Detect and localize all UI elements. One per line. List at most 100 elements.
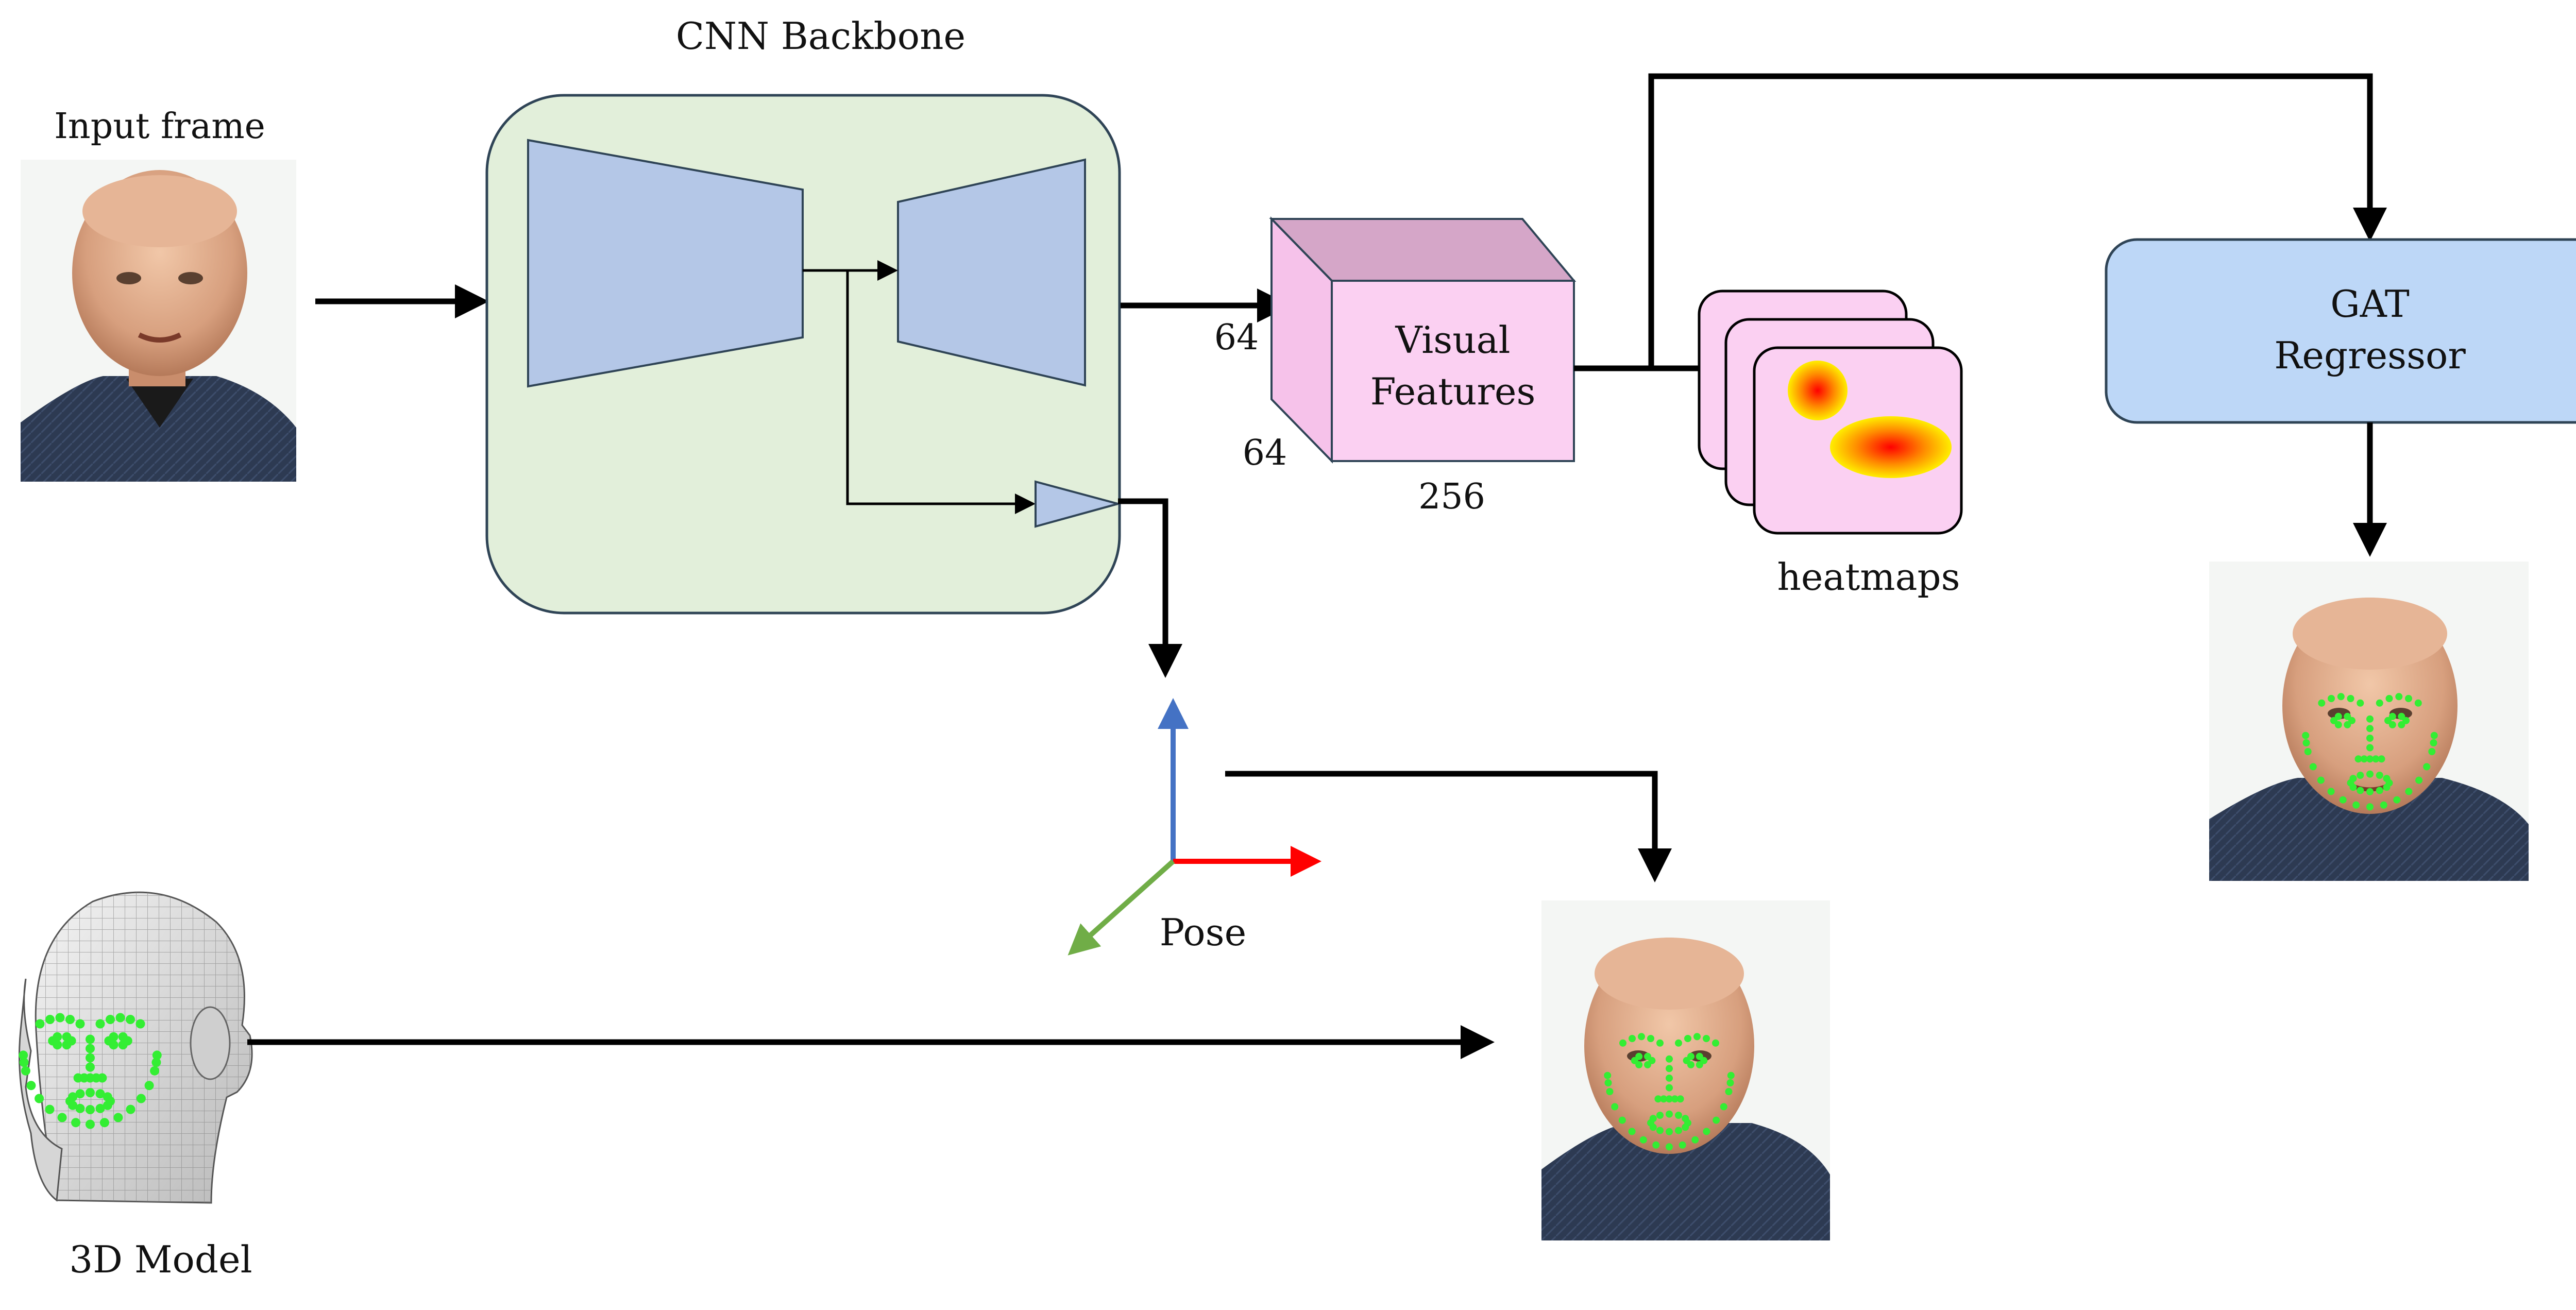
landmark-point [2334,721,2342,728]
landmark-point [26,1081,36,1091]
landmark-point [2393,796,2401,804]
landmark-point [2317,776,2325,784]
landmark-point [45,1015,55,1024]
gat-regressor-label-line1: GAT [2330,282,2410,326]
landmark-point [136,1094,146,1103]
landmark-point [57,1113,67,1122]
landmark-point [2366,770,2374,778]
landmark-point [75,1019,85,1029]
landmark-point [1656,1127,1664,1134]
landmark-point [1628,1128,1636,1135]
dimension-height-label: 64 [1243,433,1287,473]
landmark-point [1656,1039,1664,1047]
landmark-point [1696,1061,1703,1068]
landmark-point [2366,744,2374,752]
landmark-point [75,1089,85,1099]
landmark-point [1644,1061,1651,1068]
landmark-point [1679,1141,1686,1149]
landmark-point [103,1100,112,1110]
landmark-point [19,1058,29,1067]
landmark-point [2376,772,2383,779]
landmark-point [1687,1052,1694,1060]
landmark-point [2366,735,2374,742]
landmark-point [1671,1095,1679,1103]
landmark-point [1703,1035,1710,1042]
landmark-point [103,1092,112,1102]
landmark-point [2337,693,2345,701]
landmark-point [1629,1035,1636,1042]
landmark-point [2405,695,2412,702]
landmark-point [106,1015,115,1024]
landmark-point [62,1040,72,1050]
landmark-point [2383,775,2391,782]
dimension-width-label: 256 [1418,477,1485,517]
landmark-point [118,1032,128,1042]
landmark-point [97,1073,107,1083]
landmark-point [2398,712,2405,720]
landmark-point [1720,1103,1727,1111]
landmark-point [1666,1074,1673,1082]
landmark-point [2327,788,2335,795]
landmark-point [1682,1115,1689,1122]
landmark-point [2318,699,2326,707]
landmark-point [1635,1052,1643,1060]
landmark-point [2405,788,2413,795]
landmark-point [2376,787,2383,794]
landmark-point [1725,1088,1733,1095]
landmark-point [109,1032,118,1042]
3d-head-model [19,891,253,1204]
landmark-point [86,1044,95,1053]
landmark-point [2428,748,2436,755]
landmark-point [2388,712,2396,720]
landmark-point [2383,784,2391,791]
landmark-point [53,1032,62,1042]
pose-axes [1067,698,1321,956]
visual-features-label-line2: Features [1370,370,1536,413]
landmark-point [2430,731,2438,739]
landmark-point [86,1119,95,1129]
encoder-block [527,139,804,388]
landmark-point [86,1105,95,1114]
landmark-point [2309,763,2317,771]
landmark-point [113,1113,123,1122]
landmark-point [1656,1112,1664,1119]
landmark-point [45,1104,55,1114]
landmark-point [1712,1039,1719,1047]
landmark-point [2347,695,2354,702]
landmark-point [2352,801,2360,809]
landmark-point [2366,803,2374,811]
decoder-block [897,158,1086,387]
landmark-point [1693,1033,1701,1041]
landmark-point [99,1118,109,1128]
visual-features-cube [1269,216,1577,464]
landmark-point [35,1019,45,1029]
landmark-point [75,1103,85,1113]
landmark-point [1606,1088,1614,1095]
landmark-point [1639,1136,1647,1144]
landmark-point [2349,775,2357,782]
landmark-point [1644,1052,1651,1060]
landmark-point [1647,1035,1654,1042]
pose-head-block [1035,480,1122,528]
arrow-encoder-to-pose-head [846,270,1036,514]
arrow-pose-to-projection [1225,771,1672,882]
landmark-point [1666,1084,1673,1092]
landmark-point [150,1066,160,1076]
landmark-point [2366,725,2374,733]
landmark-point [2395,693,2403,701]
landmark-point [1684,1035,1691,1042]
landmark-point [95,1089,105,1099]
landmark-point [152,1050,162,1060]
landmark-point [2376,699,2383,707]
landmark-point [86,1088,95,1097]
landmark-point [1604,1071,1612,1079]
landmark-point [2380,801,2387,809]
output-face-projected [1541,900,1830,1240]
landmark-point [1666,1055,1673,1063]
landmark-point [2302,739,2310,746]
landmark-point [1649,1115,1657,1122]
landmark-point [1727,1071,1735,1079]
landmark-point [115,1013,125,1023]
dimension-channels-label: 64 [1214,317,1259,358]
landmark-point [1666,1143,1673,1151]
